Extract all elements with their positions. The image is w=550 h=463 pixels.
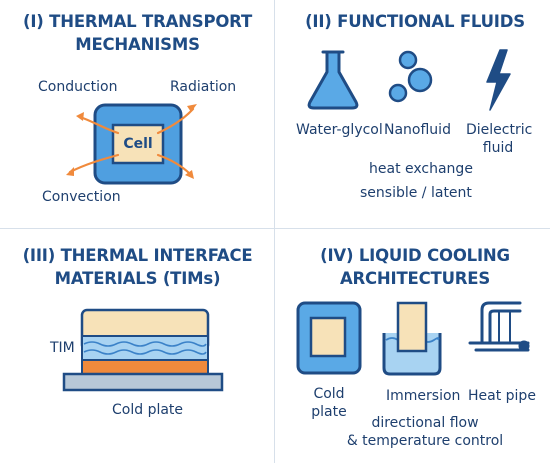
- convection-label: Convection: [42, 189, 121, 205]
- panel1-heading: (I) THERMAL TRANSPORT MECHANISMS: [10, 10, 265, 56]
- vertical-divider: [274, 0, 275, 463]
- flow-control-note: directional flow & temperature control: [340, 414, 510, 450]
- cold-plate-label: Cold plate: [112, 402, 184, 418]
- panel1-heading-line1: (I) THERMAL TRANSPORT: [22, 12, 253, 31]
- panel3-heading: (III) THERMAL INTERFACE MATERIALS (TIMs): [10, 244, 265, 290]
- heat-pipe-icon: [468, 301, 530, 352]
- dielectric-line1: Dielectric: [466, 122, 533, 138]
- cell-core: [111, 123, 165, 165]
- lightning-icon: [486, 49, 511, 111]
- arrow-heads: [66, 104, 197, 179]
- cold-plate-arch-line2: plate: [311, 404, 347, 420]
- panel3-heading-line1: (III) THERMAL INTERFACE: [22, 246, 253, 265]
- water-glycol-label: Water-glycol: [296, 122, 383, 138]
- panel4-heading-line1: (IV) LIQUID COOLING: [320, 246, 510, 265]
- tim-stack-diagram: [62, 308, 224, 392]
- heat-exchange-label: heat exchange: [369, 161, 473, 177]
- nanofluid-label: Nanofluid: [384, 122, 451, 138]
- panel4-heading: (IV) LIQUID COOLING ARCHITECTURES: [285, 244, 545, 290]
- heat-pipe-label: Heat pipe: [468, 388, 536, 404]
- flask-icon: [307, 50, 359, 110]
- panel4-heading-line2: ARCHITECTURES: [339, 269, 491, 288]
- cell-heat-flow-diagram: [66, 103, 197, 185]
- tim-label: TIM: [50, 340, 75, 356]
- immersion-label: Immersion: [386, 388, 461, 404]
- panel3-heading-line2: MATERIALS (TIMs): [54, 269, 221, 288]
- radiation-label: Radiation: [170, 79, 237, 95]
- flow-note-line2: & temperature control: [346, 433, 504, 449]
- dielectric-fluid-label: Dielectric fluid: [466, 121, 533, 157]
- dielectric-line2: fluid: [482, 140, 514, 156]
- horizontal-divider: [0, 228, 550, 229]
- cold-plate-arch-label: Cold plate: [304, 385, 354, 421]
- cell-label: Cell: [123, 136, 153, 152]
- fluid-icons: [307, 49, 511, 111]
- panel2-heading: (II) FUNCTIONAL FLUIDS: [305, 12, 525, 31]
- tim-wave-lines: [83, 341, 207, 355]
- immersion-icon: [382, 301, 442, 376]
- sensible-latent-label: sensible / latent: [360, 185, 472, 201]
- flow-note-line1: directional flow: [371, 415, 479, 431]
- cold-plate-icon: [296, 301, 362, 375]
- cold-plate-base: [62, 372, 224, 392]
- outflow-arrow: [156, 153, 192, 176]
- panel1-heading-line2: MECHANISMS: [75, 35, 200, 54]
- tim-layer: [81, 335, 209, 361]
- cold-plate-arch-line1: Cold: [313, 386, 345, 402]
- bubbles-icon: [388, 50, 433, 103]
- conduction-label: Conduction: [38, 79, 118, 95]
